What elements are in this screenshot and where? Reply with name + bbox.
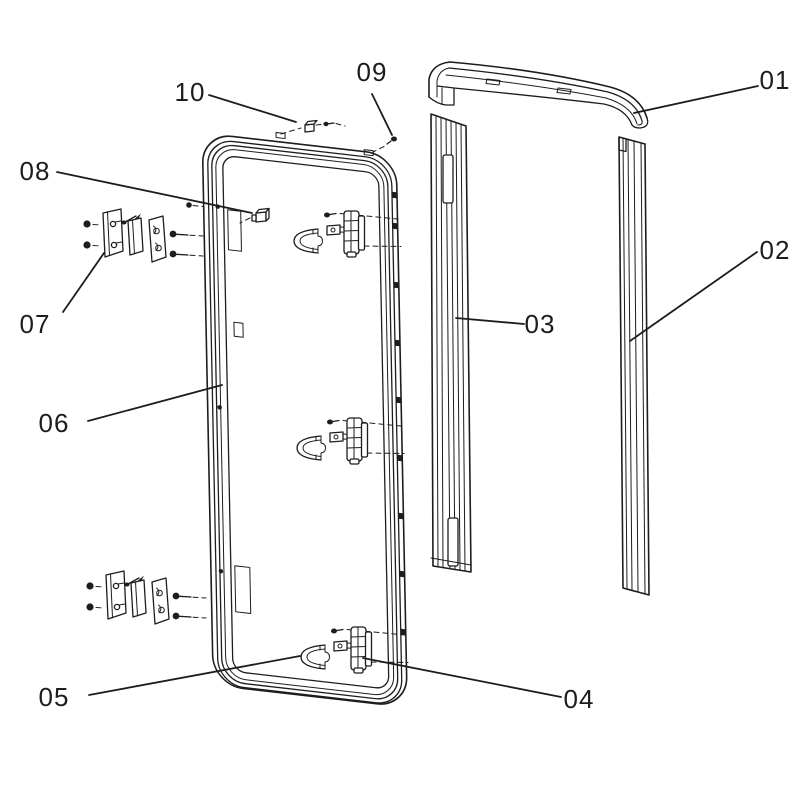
callout-label-08: 08 — [20, 156, 51, 186]
leader-line-05 — [88, 655, 301, 696]
leader-line-08 — [56, 171, 253, 214]
callout-label-01: 01 — [760, 65, 791, 95]
frame-slot-mid — [233, 321, 244, 338]
part-06-door-frame — [201, 132, 408, 705]
frame-screw — [186, 202, 204, 208]
edge-fastener-nubs — [391, 191, 407, 636]
leader-line-01 — [633, 85, 759, 114]
callout-label-02: 02 — [760, 235, 791, 265]
callout-label-09: 09 — [357, 57, 388, 87]
part-02-side-rail — [618, 136, 650, 596]
part-10-bracket — [280, 119, 346, 135]
latch-assembly-middle — [296, 417, 405, 465]
leader-lines — [56, 85, 759, 698]
hinge-recess-top — [227, 209, 242, 252]
callout-label-03: 03 — [525, 309, 556, 339]
callout-label-04: 04 — [564, 684, 595, 714]
leader-line-10 — [208, 94, 297, 123]
leader-line-07 — [62, 252, 105, 313]
top-edge-slot-left — [275, 132, 286, 140]
rail-cutout-bottom — [447, 517, 459, 567]
leader-line-09 — [371, 93, 393, 136]
leader-line-03 — [455, 317, 525, 325]
part-08-clip — [239, 207, 270, 224]
rail-cutout-top — [442, 154, 454, 204]
leader-line-04 — [362, 657, 562, 698]
callout-label-06: 06 — [39, 408, 70, 438]
latch-assembly-bottom — [300, 626, 409, 674]
leader-line-06 — [87, 384, 223, 422]
hinge-recess-bottom — [234, 565, 252, 614]
part-07-hinge-assembly-bottom — [85, 570, 207, 625]
leader-line-02 — [629, 251, 758, 342]
callout-labels: 01 02 03 04 05 06 07 08 09 10 — [20, 57, 791, 714]
part-01-top-rail — [428, 61, 649, 129]
callout-label-10: 10 — [175, 77, 206, 107]
top-edge-slot-right — [363, 149, 374, 157]
part-03-side-rail — [430, 113, 472, 573]
part-07-hinge-assembly-top — [82, 208, 204, 263]
callout-label-05: 05 — [39, 682, 70, 712]
callout-label-07: 07 — [20, 309, 51, 339]
part-09-screw — [372, 136, 397, 153]
